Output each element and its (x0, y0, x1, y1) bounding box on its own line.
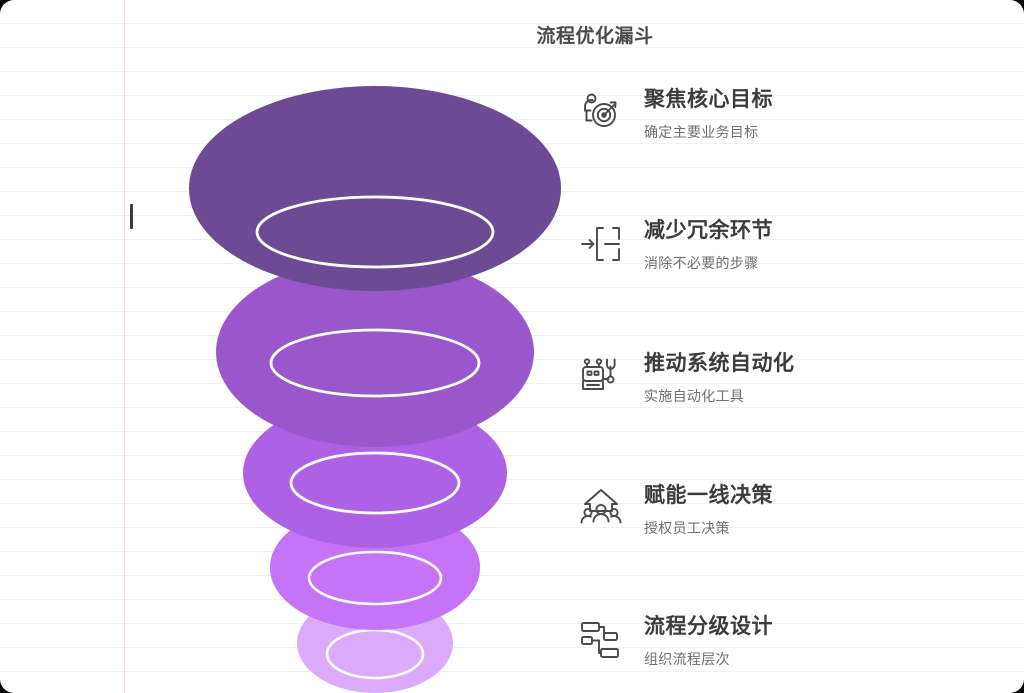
funnel-stage-1[interactable] (189, 86, 561, 291)
legend-text-1: 聚焦核心目标 确定主要业务目标 (644, 86, 773, 141)
hierarchy-icon (578, 617, 624, 663)
reduce-steps-icon (578, 221, 624, 267)
legend-subtitle-5: 组织流程层次 (644, 651, 730, 668)
legend-text-4: 赋能一线决策 授权员工决策 (644, 482, 773, 537)
legend-text-2: 减少冗余环节 消除不必要的步骤 (644, 217, 773, 272)
funnel-stage-2[interactable] (216, 257, 534, 447)
legend-text-5: 流程分级设计 组织流程层次 (644, 613, 773, 668)
legend-item-5[interactable]: 流程分级设计 组织流程层次 (578, 613, 773, 668)
legend-text-3: 推动系统自动化 实施自动化工具 (644, 350, 795, 405)
legend-subtitle-4: 授权员工决策 (644, 520, 730, 537)
legend-title-1: 聚焦核心目标 (644, 88, 773, 111)
legend-item-3[interactable]: 推动系统自动化 实施自动化工具 (578, 350, 795, 405)
legend-subtitle-1: 确定主要业务目标 (644, 124, 759, 141)
team-empower-icon (578, 486, 624, 532)
legend-item-4[interactable]: 赋能一线决策 授权员工决策 (578, 482, 773, 537)
legend-subtitle-3: 实施自动化工具 (644, 388, 745, 405)
chart-title: 流程优化漏斗 (536, 26, 654, 47)
target-focus-icon (578, 90, 624, 136)
legend-item-1[interactable]: 聚焦核心目标 确定主要业务目标 (578, 86, 773, 141)
robot-wrench-icon (578, 354, 624, 400)
text-caret[interactable] (130, 204, 133, 229)
legend-title-3: 推动系统自动化 (644, 352, 795, 375)
legend-title-4: 赋能一线决策 (644, 484, 773, 507)
legend-subtitle-2: 消除不必要的步骤 (644, 255, 759, 272)
legend-title-2: 减少冗余环节 (644, 219, 773, 242)
legend-item-2[interactable]: 减少冗余环节 消除不必要的步骤 (578, 217, 773, 272)
legend-title-5: 流程分级设计 (644, 615, 773, 638)
